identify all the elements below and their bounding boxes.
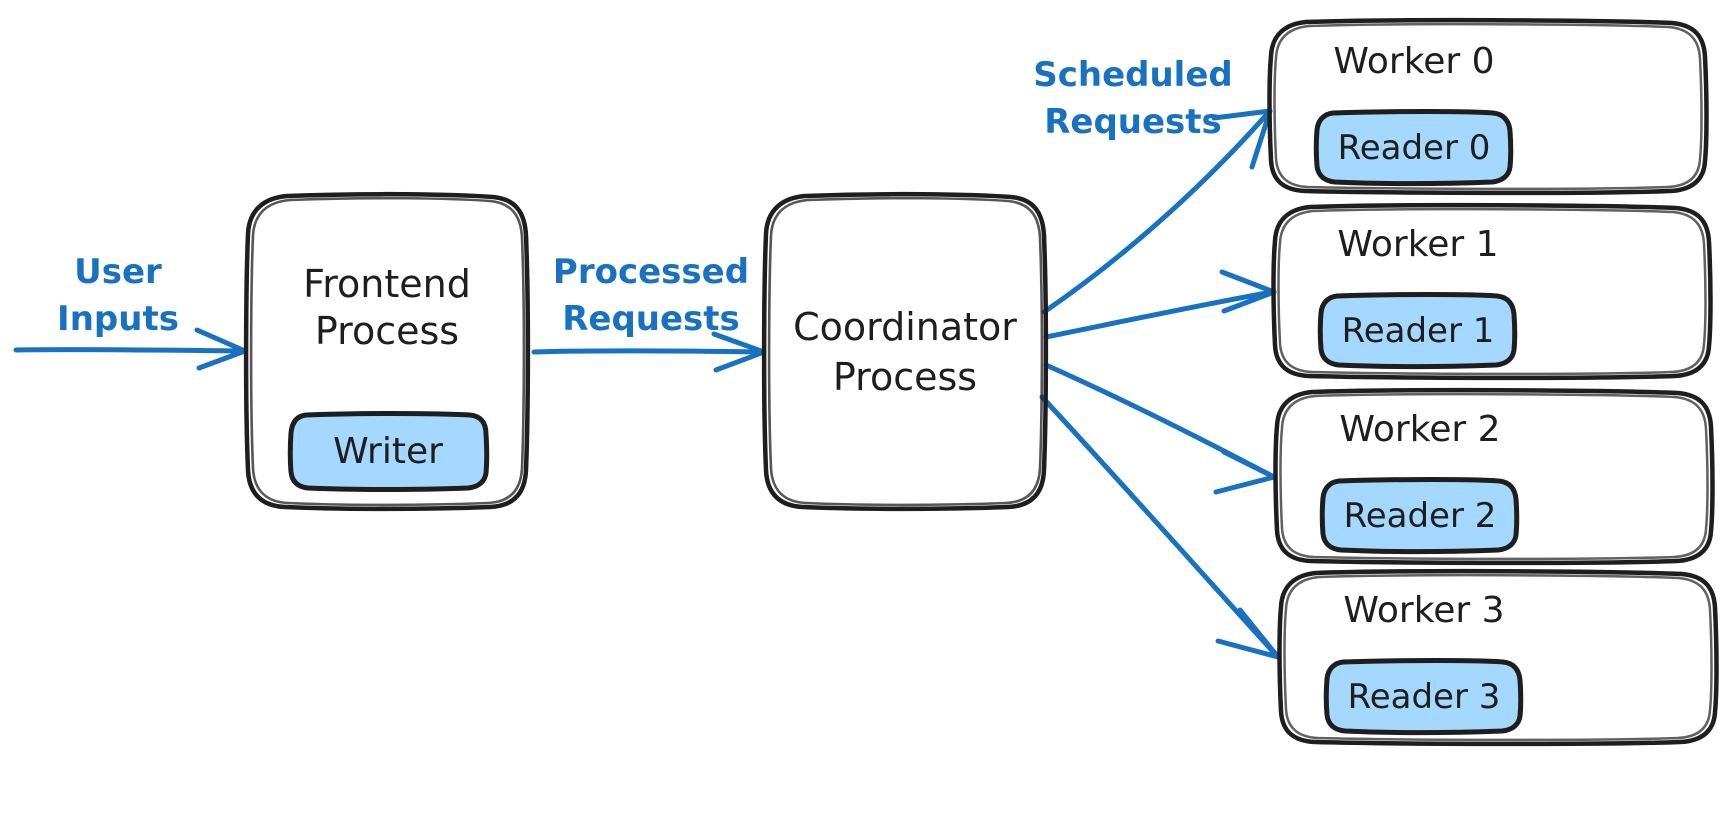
arrow-coordinator-to-worker-0 [1041,108,1273,315]
frontend-process-node[interactable]: Frontend Process Writer [243,191,531,512]
worker-2-node[interactable]: Worker 2 Reader 2 [1273,387,1715,566]
arrow-coordinator-to-worker-3 [1039,394,1281,660]
reader-3-node[interactable]: Reader 3 [1323,658,1524,735]
reader-1-label: Reader 1 [1342,311,1495,351]
writer-node[interactable]: Writer [287,411,490,492]
arrow-coordinator-to-worker-2 [1043,362,1277,495]
reader-3-label: Reader 3 [1348,677,1501,717]
worker-1-node[interactable]: Worker 1 Reader 1 [1271,202,1713,381]
worker-0-label: Worker 0 [1333,41,1494,82]
writer-label: Writer [333,431,443,472]
arrow-coordinator-to-worker-1 [1043,269,1277,340]
reader-2-label: Reader 2 [1344,496,1497,536]
reader-1-node[interactable]: Reader 1 [1317,292,1518,369]
reader-0-node[interactable]: Reader 0 [1313,109,1514,186]
arrow-user-inputs-to-frontend [13,327,248,371]
processed-requests-line-1: Processed [553,252,749,292]
worker-3-node[interactable]: Worker 3 Reader 3 [1277,568,1719,747]
reader-0-label: Reader 0 [1338,128,1491,168]
frontend-process-label-line-2: Process [315,309,459,353]
scheduled-requests-line-1: Scheduled [1033,55,1233,95]
reader-2-node[interactable]: Reader 2 [1319,477,1520,554]
arrow-frontend-to-coordinator [531,331,767,373]
worker-3-label: Worker 3 [1343,590,1504,631]
edge-label-user-inputs: User Inputs [57,252,179,339]
user-inputs-line-1: User [74,252,162,292]
coordinator-process-label-line-1: Coordinator [793,305,1017,349]
processed-requests-line-2: Requests [562,299,740,339]
edge-label-processed-requests: Processed Requests [553,252,749,339]
user-inputs-line-2: Inputs [57,299,179,339]
scheduled-requests-line-2: Requests [1044,102,1222,142]
worker-2-label: Worker 2 [1339,409,1500,450]
coordinator-process-label-line-2: Process [833,355,977,399]
edge-label-scheduled-requests: Scheduled Requests [1033,55,1233,142]
coordinator-process-node[interactable]: Coordinator Process [761,191,1049,512]
worker-1-label: Worker 1 [1337,224,1498,265]
worker-0-node[interactable]: Worker 0 Reader 0 [1267,17,1709,196]
frontend-process-label-line-1: Frontend [303,262,471,306]
